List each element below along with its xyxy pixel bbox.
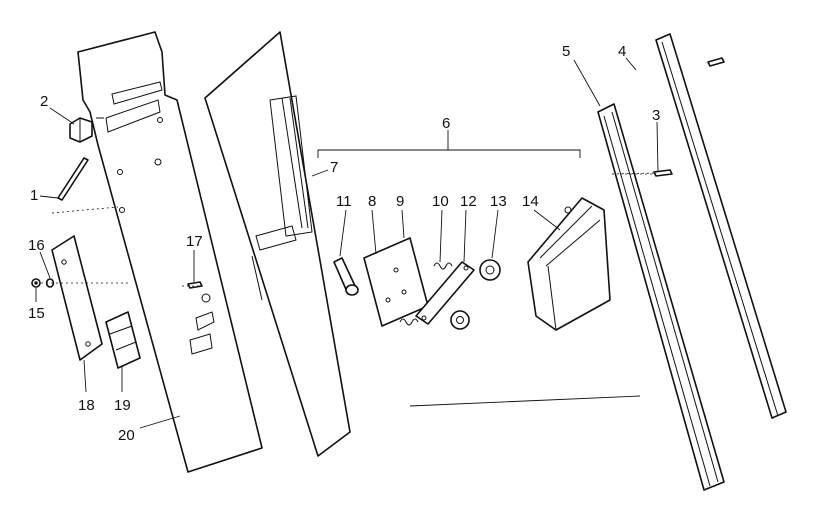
- part-12-link-bar: [415, 261, 475, 325]
- callout-17: 17: [186, 233, 203, 250]
- callout-11: 11: [336, 193, 352, 210]
- callout-9: 9: [396, 193, 404, 210]
- part-11-roller: [333, 257, 359, 296]
- part-18-plate: [51, 235, 103, 361]
- callout-6: 6: [442, 115, 450, 132]
- part-10-spring: [399, 262, 453, 326]
- part-19-bracket: [105, 311, 141, 369]
- callout-5: 5: [562, 43, 570, 60]
- part-7-front-panel: [204, 31, 351, 457]
- callout-3: 3: [652, 107, 660, 124]
- callout-2: 2: [40, 93, 48, 110]
- callout-18: 18: [78, 397, 95, 414]
- part-4-rail: [655, 33, 787, 419]
- part-2-block: [69, 117, 93, 143]
- part-3-screw: [653, 57, 725, 177]
- part-14-carrier: [527, 197, 611, 331]
- callout-10: 10: [432, 193, 449, 210]
- callout-14: 14: [522, 193, 539, 210]
- reference-line: [409, 395, 641, 407]
- callout-7: 7: [330, 159, 338, 176]
- part-17-screw: [187, 281, 211, 303]
- callout-1: 1: [30, 187, 38, 204]
- part-13-gear: [450, 259, 501, 330]
- callout-20: 20: [118, 427, 135, 444]
- part-5-rail: [597, 103, 725, 491]
- leader-lines: [35, 57, 659, 429]
- alignment-lines: [36, 172, 656, 287]
- callout-15: 15: [28, 305, 45, 322]
- callout-4: 4: [618, 43, 626, 60]
- callout-16: 16: [28, 237, 45, 254]
- part-6-group-bracket: [317, 130, 581, 158]
- callout-19: 19: [114, 397, 131, 414]
- part-1-rod: [57, 157, 89, 201]
- callout-labels: 1 2 3 4 5 6 7 8 9 10 11 12 13 14 15 16 1…: [28, 43, 660, 444]
- callout-13: 13: [490, 193, 507, 210]
- callout-8: 8: [368, 193, 376, 210]
- callout-12: 12: [460, 193, 477, 210]
- part-20-back-panel: [77, 31, 263, 473]
